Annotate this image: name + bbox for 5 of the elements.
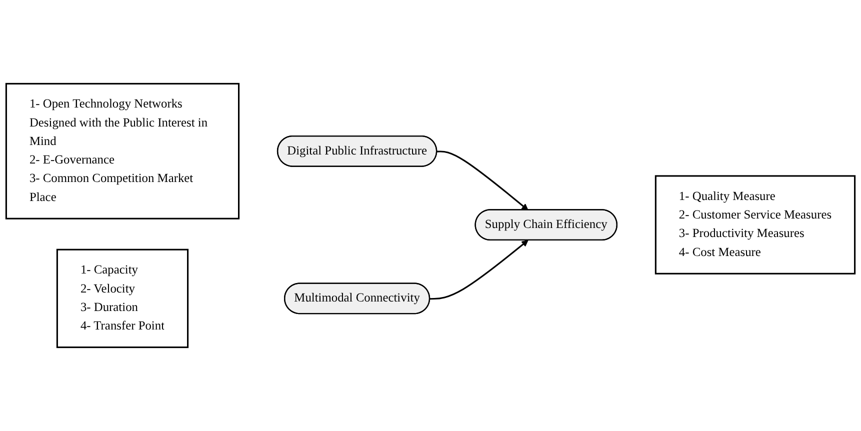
node-box: 1- Capacity 2- Velocity 3- Duration 4- Transfer Point	[56, 248, 189, 348]
arrow	[436, 150, 528, 210]
node-box: 1- Open Technology Networks Designed with the Public Interest in Mind 2- E-Governance 3- Common Competition Market Place	[5, 82, 240, 220]
arrow	[430, 240, 528, 300]
node-box: 1- Quality Measure 2- Customer Service Measures 3- Productivity Measures 4- Cost Measure	[654, 175, 856, 274]
